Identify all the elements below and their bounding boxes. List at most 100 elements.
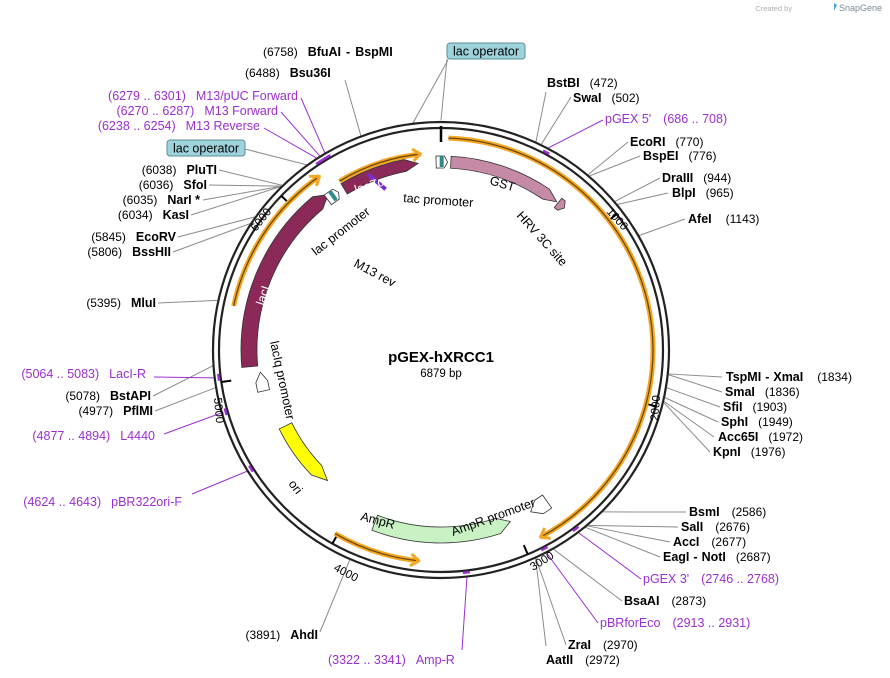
enzyme-label-SfoI[interactable]: (6036)SfoI (139, 178, 207, 192)
primer-label-M13-Reverse[interactable]: (6238 .. 6254)M13 Reverse (98, 119, 260, 133)
primer-label-L4440[interactable]: (4877 .. 4894)L4440 (32, 429, 155, 443)
enzyme-label-BsaAI[interactable]: BsaAI(2873) (624, 594, 706, 608)
enzyme-label-NarI[interactable]: (6035)NarI * (123, 193, 200, 207)
enzyme-label-EagI-NotI[interactable]: EagI-NotI(2687) (663, 550, 771, 564)
lac-operator-box-left[interactable]: lac operator (166, 139, 246, 157)
leader-DraIII (614, 177, 661, 202)
feature-ori[interactable] (278, 422, 329, 482)
svg-text:(3322 .. 3341)Amp-R: (3322 .. 3341)Amp-R (328, 653, 455, 667)
feature-M13-rev[interactable] (366, 172, 387, 191)
leader-BstAPI (152, 365, 213, 397)
enzyme-label-TspMI-XmaI[interactable]: TspMI-XmaI(1834) (726, 370, 852, 384)
leader-lac-operator-left (244, 148, 307, 166)
svg-text:EcoRI(770): EcoRI(770) (630, 135, 703, 149)
orange-arc-top (338, 147, 422, 184)
enzyme-label-PflMI[interactable]: (4977)PflMI (78, 404, 153, 418)
leader-AhdI (319, 559, 351, 633)
leader-AatII (535, 558, 547, 647)
primer-label-LacI-R[interactable]: (5064 .. 5083)LacI-R (21, 367, 146, 381)
svg-text:Acc65I(1972): Acc65I(1972) (718, 430, 803, 444)
enzyme-label-BspEI[interactable]: BspEI(776) (643, 149, 716, 163)
enzyme-label-BfuAI-BspMI[interactable]: (6758)BfuAI-BspMI (263, 45, 393, 59)
lac-operator-box-top[interactable]: lac operator (446, 42, 526, 60)
enzyme-label-SfiI[interactable]: SfiI(1903) (723, 400, 787, 414)
enzyme-label-SphI[interactable]: SphI(1949) (721, 415, 793, 429)
primer-label-M13-pUC-Forward[interactable]: (6279 .. 6301)M13/pUC Forward (108, 89, 298, 103)
svg-text:(6034)KasI: (6034)KasI (118, 208, 189, 222)
feature-label-M13-rev: M13 rev (352, 256, 399, 290)
enzyme-label-AhdI[interactable]: (3891)AhdI (246, 628, 318, 642)
primer-label-pBR322ori-F[interactable]: (4624 .. 4643)pBR322ori-F (23, 495, 182, 509)
enzyme-label-AccI[interactable]: AccI(2677) (673, 535, 746, 549)
label-leader-lines (152, 58, 723, 647)
svg-text:(5845)EcoRV: (5845)EcoRV (91, 230, 176, 244)
enzyme-label-AatII[interactable]: AatII(2972) (546, 653, 620, 667)
primer-label-M13-Forward[interactable]: (6270 .. 6287)M13 Forward (117, 104, 279, 118)
enzyme-label-BstBI[interactable]: BstBI(472) (547, 76, 618, 90)
pleader-Amp-R (461, 577, 468, 651)
leader-TspMI (668, 373, 723, 378)
feature-AmpR-promoter[interactable] (530, 494, 553, 515)
enzyme-label-EcoRI[interactable]: EcoRI(770) (630, 135, 703, 149)
enzyme-label-BlpI[interactable]: BlpI(965) (672, 186, 734, 200)
plasmid-name: pGEX-hXRCC1 (388, 349, 494, 366)
pleader-pBRforEco (546, 552, 599, 624)
feature-lacZa[interactable] (340, 159, 420, 195)
feature-arrows (240, 155, 566, 544)
enzyme-label-SalI[interactable]: SalI(2676) (681, 520, 750, 534)
pleader-pBR322ori-F (191, 470, 247, 495)
enzyme-label-SwaI[interactable]: SwaI(502) (573, 91, 640, 105)
enzyme-label-Acc65I[interactable]: Acc65I(1972) (718, 430, 803, 444)
pleader-pGEX5 (548, 119, 604, 149)
svg-text:SwaI(502): SwaI(502) (573, 91, 640, 105)
feature-HRV3C-site[interactable] (553, 197, 566, 211)
feature-lacIq-promoter[interactable] (255, 371, 270, 393)
primer-mark-pGEX5[interactable] (542, 149, 550, 155)
enzyme-label-BsmI[interactable]: BsmI(2586) (689, 505, 766, 519)
primer-label-pBRforEco[interactable]: pBRforEco(2913 .. 2931) (600, 616, 750, 630)
svg-text:TspMI-XmaI(1834): TspMI-XmaI(1834) (726, 370, 852, 384)
svg-text:(6488)Bsu36I: (6488)Bsu36I (245, 66, 331, 80)
tick-label-5000: 5000 (211, 397, 225, 424)
primer-mark-pBR322ori-F[interactable] (248, 465, 254, 473)
feature-GST[interactable] (450, 155, 558, 203)
svg-text:SfiI(1903): SfiI(1903) (723, 400, 787, 414)
svg-text:(6270 .. 6287)M13 Forward: (6270 .. 6287)M13 Forward (117, 104, 279, 118)
enzyme-label-AfeI[interactable]: AfeI(1143) (688, 212, 759, 226)
leader-lac-operator-top (440, 58, 448, 121)
svg-text:pBRforEco(2913 .. 2931): pBRforEco(2913 .. 2931) (600, 616, 750, 630)
svg-text:(4877 .. 4894)L4440: (4877 .. 4894)L4440 (32, 429, 155, 443)
primer-mark-L4440[interactable] (223, 408, 228, 416)
svg-text:SmaI(1836): SmaI(1836) (725, 385, 800, 399)
enzyme-label-Bsu36I[interactable]: (6488)Bsu36I (245, 66, 331, 80)
primer-label-Amp-R[interactable]: (3322 .. 3341)Amp-R (328, 653, 455, 667)
primer-mark-M13-pUC-Forward[interactable] (323, 154, 331, 160)
lac-operator-mark-left[interactable] (328, 189, 338, 202)
enzyme-label-BstAPI[interactable]: (5078)BstAPI (65, 389, 151, 403)
pleader-M13-Reverse (263, 127, 317, 159)
enzyme-label-SmaI[interactable]: SmaI(1836) (725, 385, 800, 399)
feature-label-tac-promoter: tac promoter (403, 191, 474, 210)
enzyme-label-KasI[interactable]: (6034)KasI (118, 208, 189, 222)
primer-mark-LacI-R[interactable] (217, 373, 221, 381)
svg-text:pGEX 5'(686 .. 708): pGEX 5'(686 .. 708) (605, 112, 727, 126)
feature-AmpR[interactable] (371, 514, 512, 544)
enzyme-label-KpnI[interactable]: KpnI(1976) (713, 445, 785, 459)
enzyme-label-BssHII[interactable]: (5806)BssHII (87, 245, 171, 259)
primer-mark-pGEX3[interactable] (572, 525, 580, 532)
svg-text:AfeI(1143): AfeI(1143) (688, 212, 759, 226)
primer-mark-Amp-R[interactable] (462, 570, 470, 575)
snapgene-brand[interactable]: SnapGene (839, 3, 882, 13)
primer-label-pGEX5[interactable]: pGEX 5'(686 .. 708) (605, 112, 727, 126)
enzyme-label-PluTI[interactable]: (6038)PluTI (142, 163, 217, 177)
primer-leader-lines (153, 97, 642, 651)
primer-mark-pBRforEco[interactable] (540, 545, 549, 552)
leader-BstBI (535, 91, 547, 142)
enzyme-label-EcoRV[interactable]: (5845)EcoRV (91, 230, 176, 244)
svg-text:DraIII(944): DraIII(944) (662, 171, 731, 185)
svg-text:(5806)BssHII: (5806)BssHII (87, 245, 171, 259)
enzyme-label-ZraI[interactable]: ZraI(2970) (568, 638, 638, 652)
primer-label-pGEX3[interactable]: pGEX 3'(2746 .. 2768) (643, 572, 779, 586)
enzyme-label-DraIII[interactable]: DraIII(944) (662, 171, 731, 185)
enzyme-label-MluI[interactable]: (5395)MluI (86, 296, 156, 310)
